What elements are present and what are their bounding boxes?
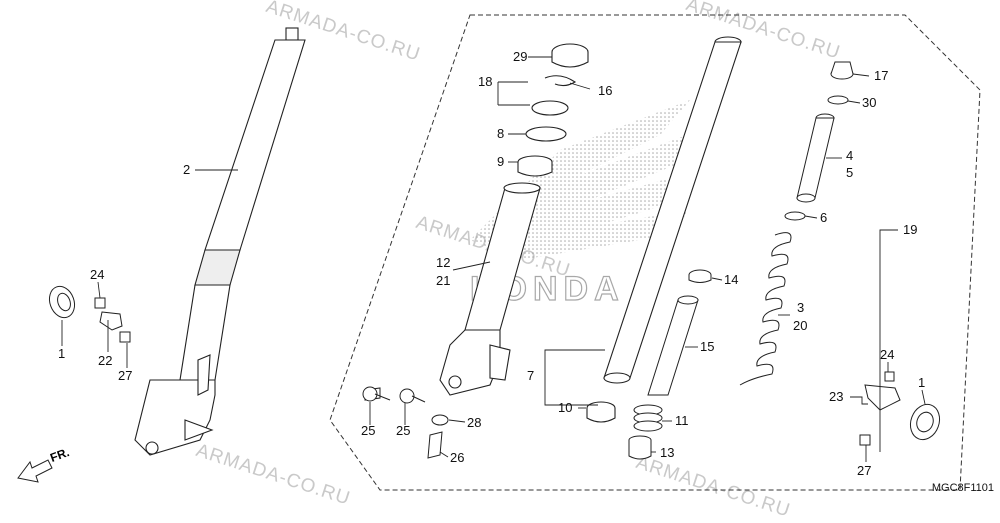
callout-number[interactable]: 25 (396, 423, 411, 438)
callout-number[interactable]: 3 (797, 300, 805, 315)
callout-number[interactable]: 12 (436, 255, 451, 270)
callout-number[interactable]: 28 (467, 415, 482, 430)
callout-number[interactable]: 18 (478, 74, 493, 89)
callout-number[interactable]: 16 (598, 83, 613, 98)
right-column-parts (739, 61, 854, 386)
callout-number[interactable]: 10 (558, 400, 573, 415)
callout-number[interactable]: 27 (118, 368, 133, 383)
damper-parts (628, 269, 712, 460)
callout-number[interactable]: 26 (450, 450, 465, 465)
callout-number[interactable]: 17 (874, 68, 889, 83)
left-small-parts (48, 285, 131, 343)
callout-number[interactable]: 23 (829, 389, 844, 404)
callout-number[interactable]: 4 (846, 148, 854, 163)
leader-lines (61, 56, 926, 462)
right-small-parts (859, 371, 941, 446)
fork-assembly-left (134, 27, 306, 456)
callout-number[interactable]: 27 (857, 463, 872, 478)
callout-number[interactable]: 25 (361, 423, 376, 438)
callout-number[interactable]: 21 (436, 273, 451, 288)
fork-spring (739, 232, 792, 386)
callout-number[interactable]: 13 (660, 445, 675, 460)
fork-assembly-center (439, 43, 589, 396)
callout-number[interactable]: 9 (497, 154, 505, 169)
callout-number[interactable]: 29 (513, 49, 528, 64)
diagram-code: MGC8F1101 (931, 482, 994, 494)
group-outline (329, 14, 981, 491)
center-small-parts (362, 386, 449, 459)
callout-number[interactable]: 19 (903, 222, 918, 237)
callout-number[interactable]: 6 (820, 210, 828, 225)
callout-number[interactable]: 30 (862, 95, 877, 110)
callout-number[interactable]: 14 (724, 272, 739, 287)
inner-tube (586, 36, 742, 423)
callout-number[interactable]: 22 (98, 353, 113, 368)
callout-number[interactable]: 1 (58, 346, 66, 361)
parts-diagram: HONDA (17, 14, 981, 491)
callout-number[interactable]: 15 (700, 339, 715, 354)
callout-number[interactable]: 24 (90, 267, 105, 282)
callout-number[interactable]: 1 (918, 375, 926, 390)
callout-number[interactable]: 8 (497, 126, 505, 141)
front-direction-arrow (17, 459, 53, 483)
callout-number[interactable]: 2 (183, 162, 191, 177)
callout-number[interactable]: 11 (675, 413, 689, 428)
callout-number[interactable]: 20 (793, 318, 808, 333)
callout-number[interactable]: 5 (846, 165, 854, 180)
callout-number[interactable]: 7 (527, 368, 535, 383)
callout-number[interactable]: 24 (880, 347, 895, 362)
